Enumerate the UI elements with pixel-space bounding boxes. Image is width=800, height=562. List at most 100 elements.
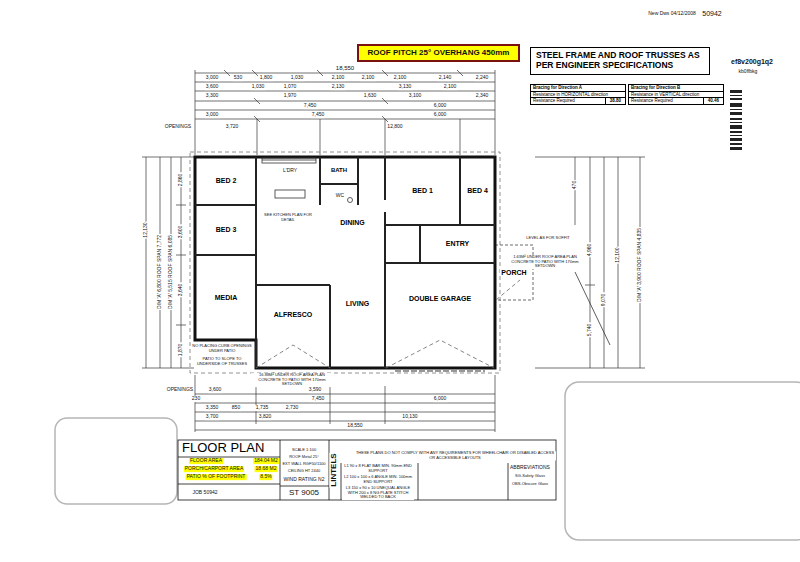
external-wall: [195, 157, 495, 368]
rotated-dimension: 1,870: [178, 343, 184, 358]
dimension-text: EXT WALL RGF50/1100: [281, 462, 326, 467]
rotated-dimension: DIM 'A' 3,900 ROOF SPAN 4,835: [637, 227, 643, 303]
area-cell: 18.68 M2: [255, 466, 278, 472]
dimension-text: 2,100: [393, 75, 408, 81]
kitchen-fixtures: [262, 158, 353, 203]
dimension-text: ST 9005: [288, 488, 320, 497]
porch-outline: [495, 245, 533, 300]
dimension-text: 7,450: [303, 103, 318, 109]
note-text: 1.63M² UNDER ROOF AREA PLAN CONCRETE TO …: [509, 255, 581, 269]
dimension-text: 6,000: [433, 103, 448, 109]
dimension-text: OBS-Obscure Glass: [511, 482, 549, 487]
bracing-table: Bracing for Direction BResistance in VER…: [628, 84, 724, 105]
note-text: 16.88M² UNDER ROOF AREA PLAN CONCRETE TO…: [251, 373, 333, 387]
note-text: SEE KITCHEN PLAN FOR DETAIL: [260, 213, 317, 222]
roof-outline: [190, 152, 500, 373]
table-cell: Resistance in VERTICAL direction: [629, 92, 723, 99]
room-label: MEDIA: [214, 294, 239, 302]
dimension-text: SCALE 1:100: [291, 448, 317, 453]
dimension-text: 1,970: [283, 93, 298, 99]
room: LIVING: [331, 241, 384, 367]
dimension-text: CEILING HT 2440: [287, 469, 321, 474]
room-label: BED 4: [466, 187, 489, 195]
rotated-dimension: 5,740: [587, 323, 593, 338]
dimension-text: WC: [335, 193, 345, 199]
area-cell: 8.5%: [259, 474, 272, 480]
dimension-text: 18,550: [335, 65, 355, 72]
rotated-dimension: 2,860: [178, 173, 184, 188]
note-text: L3 150 x 90 x 10 UNEQUAL ANGLE WITH 200 …: [342, 486, 414, 500]
dimension-text: 18,550: [346, 423, 363, 429]
dimension-text: 10,130: [401, 414, 418, 420]
dimension-text: 850: [231, 405, 241, 411]
dimension-lines: [142, 70, 645, 432]
table-cell: Resistance in HORIZONTAL direction: [531, 92, 625, 99]
dimension-text: 3,700: [205, 414, 220, 420]
dimension-text: 2,730: [285, 405, 300, 411]
area-cell: FLOOR AREA: [189, 458, 223, 464]
dimension-text: 3,000: [205, 75, 220, 81]
dimension-text: 2,100: [443, 84, 458, 90]
room: BED 1: [386, 158, 459, 224]
room-label: ALFRESCO: [273, 311, 314, 319]
internal-walls: [195, 157, 495, 368]
dimension-text: 3,720: [225, 124, 240, 130]
dimension-text: SG-Safety Glass: [514, 474, 546, 479]
dimension-text: 50942: [701, 10, 722, 18]
room-label: DOUBLE GARAGE: [408, 295, 472, 303]
roof-hip-lines: [256, 280, 520, 368]
dimension-text: 3,350: [205, 405, 220, 411]
room: BED 4: [461, 158, 494, 224]
room-label: BED 2: [215, 177, 238, 185]
note-text: L2 100 x 100 x 6 ANGLE MIN. 100mm END SU…: [342, 475, 414, 484]
dimension-text: 1,800: [259, 75, 274, 81]
dimension-text: 6,000: [433, 396, 448, 402]
rotated-dimension: 3,600: [178, 225, 184, 240]
bracing-table: Bracing for Direction AResistance in HOR…: [530, 84, 626, 105]
room: PORCH: [496, 246, 532, 299]
dimension-text: 3,820: [258, 414, 273, 420]
dimension-text: New Dws 04/12/2008: [647, 11, 697, 17]
note-text: STEEL FRAME AND ROOF TRUSSES AS PER ENGI…: [536, 51, 704, 71]
room-label: PORCH: [500, 269, 527, 277]
area-cell: PATIO % OF FOOTPRINT: [186, 474, 247, 480]
area-cell: PORCH/CARPORT AREA: [184, 466, 244, 472]
table-row: Resistance Required38.80: [531, 98, 625, 104]
room: DOUBLE GARAGE: [386, 264, 494, 334]
dimension-text: 2,140: [438, 75, 453, 81]
room-label: BED 1: [411, 187, 434, 195]
rotated-dimension: 12,130: [143, 221, 149, 238]
dimension-text: ABBREVIATIONS: [509, 465, 551, 471]
rotated-dimension: DIM 'A' 5,515 ROOF SPAN 6,085: [168, 234, 174, 310]
dimension-text: 3,130: [398, 84, 413, 90]
dimension-text: 2,340: [475, 93, 490, 99]
barcode: [730, 90, 742, 150]
room: DINING: [321, 206, 384, 239]
dimension-text: 1,030: [251, 84, 266, 90]
drawing-title: FLOOR PLAN: [182, 441, 264, 455]
room: ALFRESCO: [257, 286, 329, 344]
dimension-text: 3,600: [208, 387, 223, 393]
dimension-text: kb0ffbkg: [738, 69, 759, 75]
dimension-text: 3,600: [205, 84, 220, 90]
dimension-text: LEVEL AS FOR SOFFIT: [525, 236, 570, 241]
dimension-text: L'DRY: [282, 168, 298, 174]
title-block: [178, 440, 556, 500]
garage-door: [395, 371, 485, 372]
dimension-text: 12,800: [386, 124, 403, 130]
dimension-text: 230: [191, 396, 201, 402]
room: MEDIA: [197, 256, 255, 339]
dimension-text: OPENINGS: [164, 124, 192, 130]
dimension-text: 6,000: [433, 112, 448, 118]
dimension-text: 3,000: [205, 112, 220, 118]
room-label: DINING: [339, 219, 366, 227]
scan-artifact: [565, 382, 800, 540]
dimension-text: 530: [233, 75, 243, 81]
room-label: BED 3: [215, 226, 238, 234]
table-cell: Resistance Required: [629, 98, 675, 104]
room: BED 2: [197, 158, 255, 204]
dimension-text: JOB 50942: [191, 490, 218, 496]
room-label: BATH: [330, 167, 348, 174]
note-text: NO PLACING CURB OPENINGS UNDER PATIO: [191, 344, 253, 353]
area-cell: 184.04 M2: [253, 458, 279, 464]
